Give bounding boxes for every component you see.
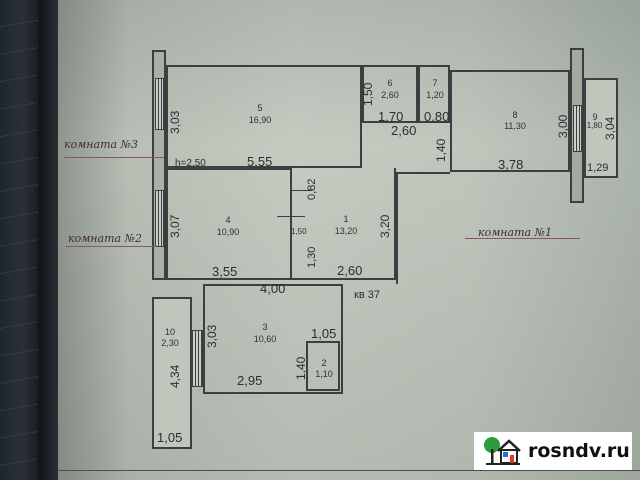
handwritten-room3-label: комната №3: [64, 138, 139, 151]
dim-room1-height: 3,20: [378, 214, 392, 238]
dim-room2-width: 1,05: [311, 326, 337, 341]
pointer-line-room3: [64, 157, 164, 158]
dim-room1-mid: 1,50: [291, 227, 307, 236]
dim-room10-height: 4,34: [168, 364, 182, 388]
binder-ruled-lines: [0, 0, 38, 480]
dim-room6-width: 1,70: [378, 109, 404, 124]
room-5-area: 16,90: [248, 115, 272, 125]
pointer-line-room2: [66, 246, 156, 247]
room-10: [152, 297, 192, 449]
watermark-logo[interactable]: rosndv.ru: [474, 432, 632, 470]
room-6-number: 6: [387, 78, 393, 88]
dim-room6-height: 1,50: [361, 82, 375, 106]
room-8-area: 11,30: [504, 121, 526, 131]
dim-room8-height: 3,00: [556, 114, 570, 138]
corridor-wall: [396, 172, 398, 284]
dim-room3-top: 4,00: [260, 281, 286, 296]
dim-room8-width: 3,78: [498, 157, 524, 172]
dim-room3-height: 3,03: [205, 324, 219, 348]
room-9-number: 9: [592, 112, 598, 122]
room-4-area: 10,90: [216, 227, 240, 237]
dim-room1-lower: 1,30: [306, 246, 318, 268]
window-room3: [192, 330, 203, 387]
dim-room10-width: 1,05: [157, 430, 183, 445]
dim-room4-width: 3,55: [212, 264, 238, 279]
dim-room3-width: 2,95: [237, 373, 263, 388]
room-3-area: 10,60: [253, 334, 277, 344]
window-room8: [573, 105, 582, 152]
room-5: [166, 65, 362, 168]
watermark-text: rosndv.ru: [528, 440, 630, 462]
room-5-number: 5: [257, 103, 263, 113]
room-9-area: 1,80: [586, 121, 603, 130]
window-room5: [155, 78, 164, 130]
room-7: [418, 65, 450, 123]
room-1-area: 13,20: [334, 226, 358, 236]
apartment-number: кв 37: [354, 289, 380, 301]
room-2: [306, 341, 340, 391]
page-gutter: [38, 0, 60, 480]
window-room4: [155, 190, 164, 247]
room-8-number: 8: [512, 110, 518, 120]
dim-room9-width: 1,29: [587, 162, 609, 174]
room-4: [166, 168, 292, 280]
room-7-area: 1,20: [426, 90, 444, 100]
dim-room9-height: 3,04: [603, 116, 617, 140]
dim-room5-height: 3,03: [168, 110, 182, 134]
room-3: [203, 284, 343, 394]
room-3-number: 3: [262, 322, 268, 332]
dim-tick: [290, 190, 312, 191]
handwritten-room2-label: комната №2: [68, 232, 143, 245]
corridor-wall-top: [396, 172, 450, 174]
dim-corridor-height: 1,40: [434, 138, 448, 162]
room-7-number: 7: [432, 78, 438, 88]
dim-room5-width: 5,55: [247, 154, 273, 169]
dim-corridor-width: 2,60: [391, 123, 417, 138]
room-10-number: 10: [164, 327, 175, 337]
ceiling-height: h=2,50: [175, 158, 206, 169]
house-tree-icon: [484, 437, 521, 465]
room-6: [362, 65, 418, 123]
room-6-area: 2,60: [381, 90, 399, 100]
room-1-number: 1: [343, 214, 349, 224]
dim-room7-width: 0,80: [424, 109, 450, 124]
sheet-frame-line: [58, 470, 640, 471]
dim-room1-width: 2,60: [337, 263, 363, 278]
room-8: [450, 70, 570, 172]
room-9: [584, 78, 618, 178]
room-10-area: 2,30: [161, 338, 179, 348]
handwritten-room1-label: комната №1: [478, 226, 553, 239]
room-2-area: 1,10: [315, 369, 333, 379]
dim-room4-height: 3,07: [168, 214, 182, 238]
room-4-number: 4: [225, 215, 231, 225]
room-2-number: 2: [321, 358, 327, 368]
pointer-line-room1: [465, 238, 580, 239]
